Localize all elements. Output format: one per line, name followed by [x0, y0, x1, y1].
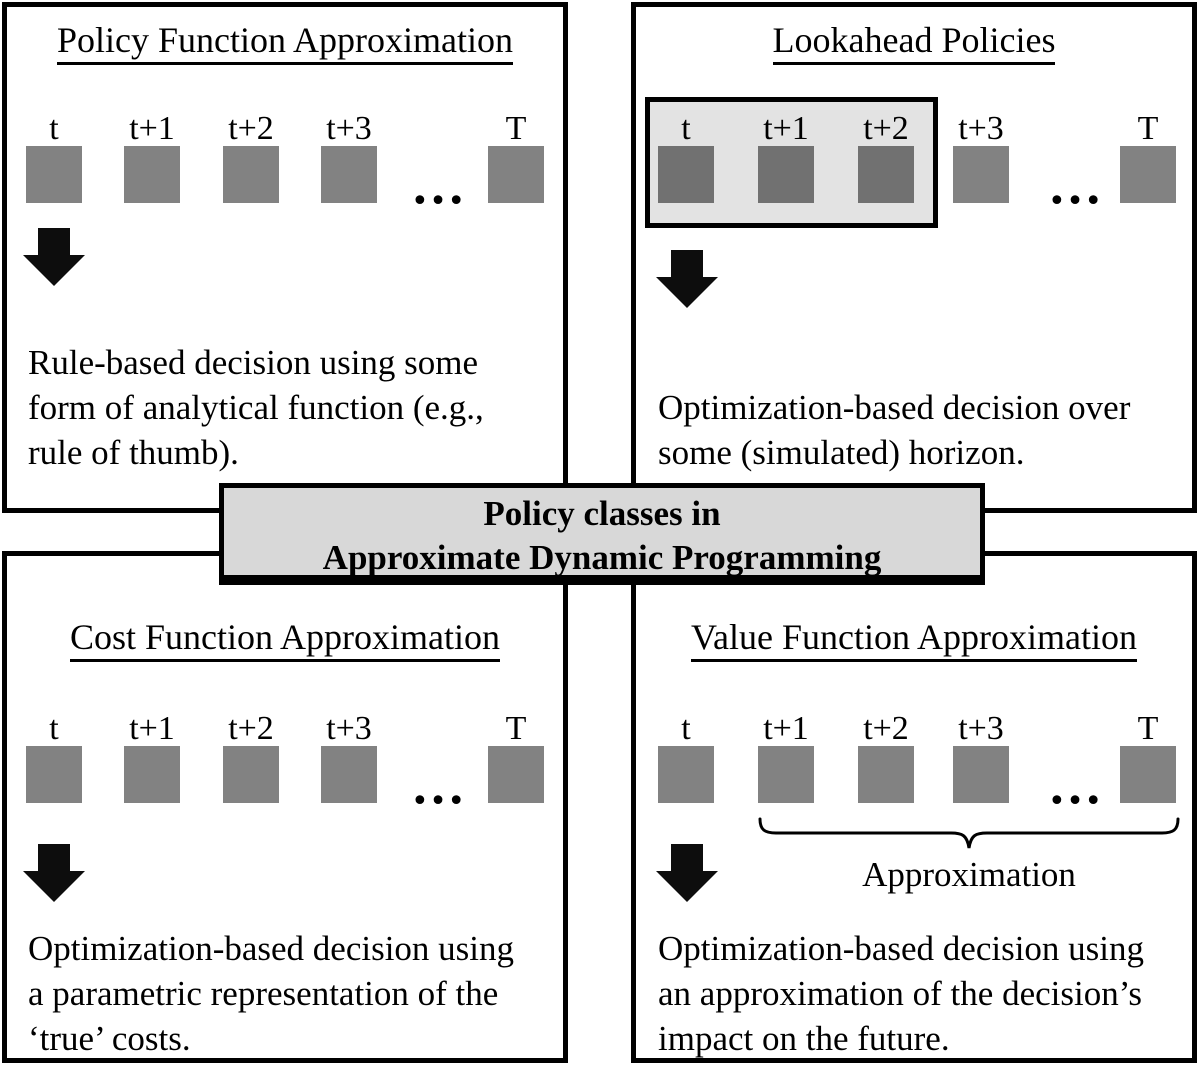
center-title-line: Approximate Dynamic Programming — [322, 538, 882, 577]
timeline-label-t1: t+1 — [129, 110, 175, 147]
timeline-step-square — [488, 746, 544, 803]
quadrant-title-text: Policy Function Approximation — [57, 20, 513, 65]
timeline-step-square — [223, 146, 279, 203]
description-line: an approximation of the decision’s — [658, 974, 1143, 1013]
timeline-ellipsis: … — [1048, 755, 1103, 815]
timeline-ellipsis: … — [1048, 155, 1103, 215]
timeline-label-t2: t+2 — [228, 710, 274, 747]
timeline-label-t3: t+3 — [958, 710, 1004, 747]
description-line: form of analytical function (e.g., — [28, 388, 484, 427]
description-line: Rule-based decision using some — [28, 343, 479, 382]
timeline-step-square — [124, 746, 180, 803]
timeline-label-t: t — [681, 710, 691, 747]
timeline-ellipsis: … — [411, 755, 466, 815]
timeline-step-square-highlighted — [858, 146, 914, 203]
timeline-label-t1: t+1 — [763, 110, 809, 147]
timeline-label-t2: t+2 — [863, 110, 909, 147]
description-line: ‘true’ costs. — [28, 1019, 191, 1058]
quadrant-description: Optimization-based decision over some (s… — [658, 385, 1130, 475]
timeline-label-t3: t+3 — [326, 710, 372, 747]
brace-label: Approximation — [862, 855, 1076, 894]
timeline-label-t1: t+1 — [129, 710, 175, 747]
timeline-step-square — [321, 746, 377, 803]
center-title-line: Policy classes in — [483, 494, 721, 533]
quadrant-title-text: Value Function Approximation — [691, 617, 1137, 662]
timeline-step-square — [26, 146, 82, 203]
quadrant-title-text: Lookahead Policies — [772, 20, 1056, 65]
timeline-label-t2: t+2 — [228, 110, 274, 147]
timeline-step-square — [758, 746, 814, 803]
timeline-label-t3: t+3 — [958, 110, 1004, 147]
timeline-label-t1: t+1 — [763, 710, 809, 747]
description-line: some (simulated) horizon. — [658, 433, 1025, 472]
timeline-label-t: t — [49, 110, 59, 147]
quadrant-policy-function-approximation: Policy Function Approximation t t+1 t+2 … — [2, 2, 568, 513]
quadrant-description: Optimization-based decision using a para… — [28, 926, 514, 1061]
timeline-label-t: t — [49, 710, 59, 747]
timeline-label-T: T — [505, 110, 527, 147]
timeline-step-square — [26, 746, 82, 803]
quadrant-title: Value Function Approximation — [636, 617, 1192, 662]
quadrant-description: Rule-based decision using some form of a… — [28, 340, 484, 475]
timeline-step-square-highlighted — [658, 146, 714, 203]
description-line: impact on the future. — [658, 1019, 950, 1058]
quadrant-value-function-approximation: Value Function Approximation t t+1 t+2 t… — [631, 551, 1197, 1063]
description-line: Optimization-based decision using — [658, 929, 1145, 968]
timeline-step-square — [858, 746, 914, 803]
quadrant-title: Lookahead Policies — [636, 20, 1192, 65]
timeline-label-t2: t+2 — [863, 710, 909, 747]
timeline-step-square — [321, 146, 377, 203]
down-arrow-icon — [656, 250, 718, 308]
description-line: rule of thumb). — [28, 433, 239, 472]
approximation-brace — [758, 817, 1180, 849]
timeline-step-square — [124, 146, 180, 203]
timeline-label-t3: t+3 — [326, 110, 372, 147]
timeline-label-t: t — [681, 110, 691, 147]
timeline-label-T: T — [1137, 110, 1159, 147]
description-line: a parametric representation of the — [28, 974, 499, 1013]
quadrant-cost-function-approximation: Cost Function Approximation t t+1 t+2 t+… — [2, 551, 568, 1063]
description-line: Optimization-based decision using — [28, 929, 515, 968]
timeline-step-square — [1120, 746, 1176, 803]
quadrant-title-text: Cost Function Approximation — [69, 617, 500, 662]
timeline-ellipsis: … — [411, 155, 466, 215]
quadrant-title: Policy Function Approximation — [7, 20, 563, 65]
quadrant-lookahead-policies: Lookahead Policies t t+1 t+2 t+3 T … Opt… — [631, 2, 1197, 513]
down-arrow-icon — [23, 228, 85, 286]
timeline-step-square-highlighted — [758, 146, 814, 203]
timeline-step-square — [488, 146, 544, 203]
timeline-step-square — [1120, 146, 1176, 203]
timeline-step-square — [953, 746, 1009, 803]
quadrant-description: Optimization-based decision using an app… — [658, 926, 1144, 1061]
description-line: Optimization-based decision over — [658, 388, 1131, 427]
timeline-step-square — [658, 746, 714, 803]
timeline-label-T: T — [505, 710, 527, 747]
center-title-box: Policy classes in Approximate Dynamic Pr… — [219, 483, 985, 585]
timeline-step-square — [953, 146, 1009, 203]
quadrant-title: Cost Function Approximation — [7, 617, 563, 662]
timeline-label-T: T — [1137, 710, 1159, 747]
down-arrow-icon — [656, 844, 718, 902]
timeline-step-square — [223, 746, 279, 803]
down-arrow-icon — [23, 844, 85, 902]
